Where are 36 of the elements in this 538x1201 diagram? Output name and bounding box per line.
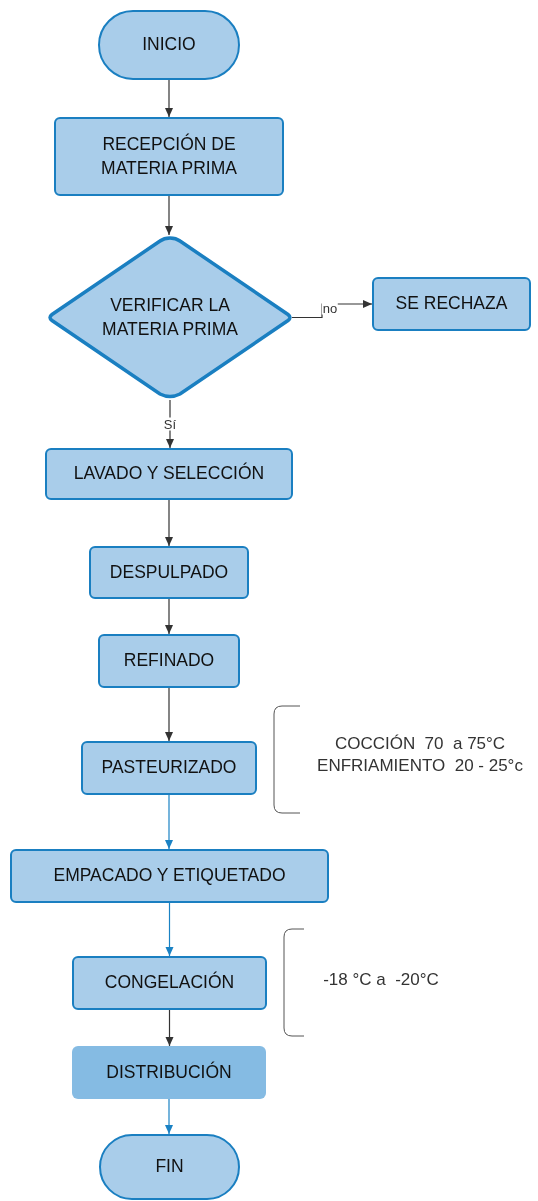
process-box bbox=[89, 546, 249, 599]
arrow bbox=[165, 195, 173, 236]
arrow bbox=[165, 499, 173, 547]
step-text: INICIO bbox=[142, 33, 196, 57]
arrow bbox=[165, 1009, 174, 1047]
step-text: REFINADO bbox=[123, 649, 215, 673]
step-text: LAVADO Y SELECCIÓN bbox=[73, 462, 265, 486]
step-text: DISTRIBUCIÓN bbox=[106, 1060, 232, 1084]
step-text: DESPULPADO bbox=[109, 560, 229, 584]
step-text: CONGELACIÓN bbox=[104, 971, 235, 995]
step-text: EMPACADO Y ETIQUETADO bbox=[53, 864, 286, 888]
step-text: VERIFICAR LA MATERIA PRIMA bbox=[101, 293, 239, 341]
arrow bbox=[165, 79, 173, 118]
edge-label: no bbox=[321, 301, 339, 315]
arrow bbox=[291, 300, 373, 319]
step-text: PASTEURIZADO bbox=[101, 756, 237, 780]
step-text: RECEPCIÓN DE MATERIA PRIMA bbox=[100, 132, 238, 180]
process-box bbox=[372, 277, 531, 331]
edge-label: Sí bbox=[162, 417, 178, 431]
arrow bbox=[165, 687, 173, 742]
decision-diamond bbox=[48, 235, 292, 400]
arrow bbox=[165, 902, 174, 957]
process-box bbox=[72, 1046, 266, 1099]
step-text: FIN bbox=[155, 1155, 184, 1179]
note-text: -18 °C a -20°C bbox=[322, 968, 440, 991]
process-box bbox=[98, 634, 240, 688]
process-box bbox=[54, 117, 284, 196]
note-text: COCCIÓN 70 a 75°C ENFRIAMIENTO 20 - 25°c bbox=[316, 732, 524, 777]
step-text: SE RECHAZA bbox=[395, 292, 508, 316]
process-box bbox=[72, 956, 267, 1010]
process-box bbox=[10, 849, 329, 903]
process-box bbox=[81, 741, 257, 795]
arrow bbox=[165, 598, 173, 635]
arrow bbox=[165, 1098, 173, 1135]
arrow bbox=[165, 794, 173, 850]
process-box bbox=[45, 448, 293, 500]
